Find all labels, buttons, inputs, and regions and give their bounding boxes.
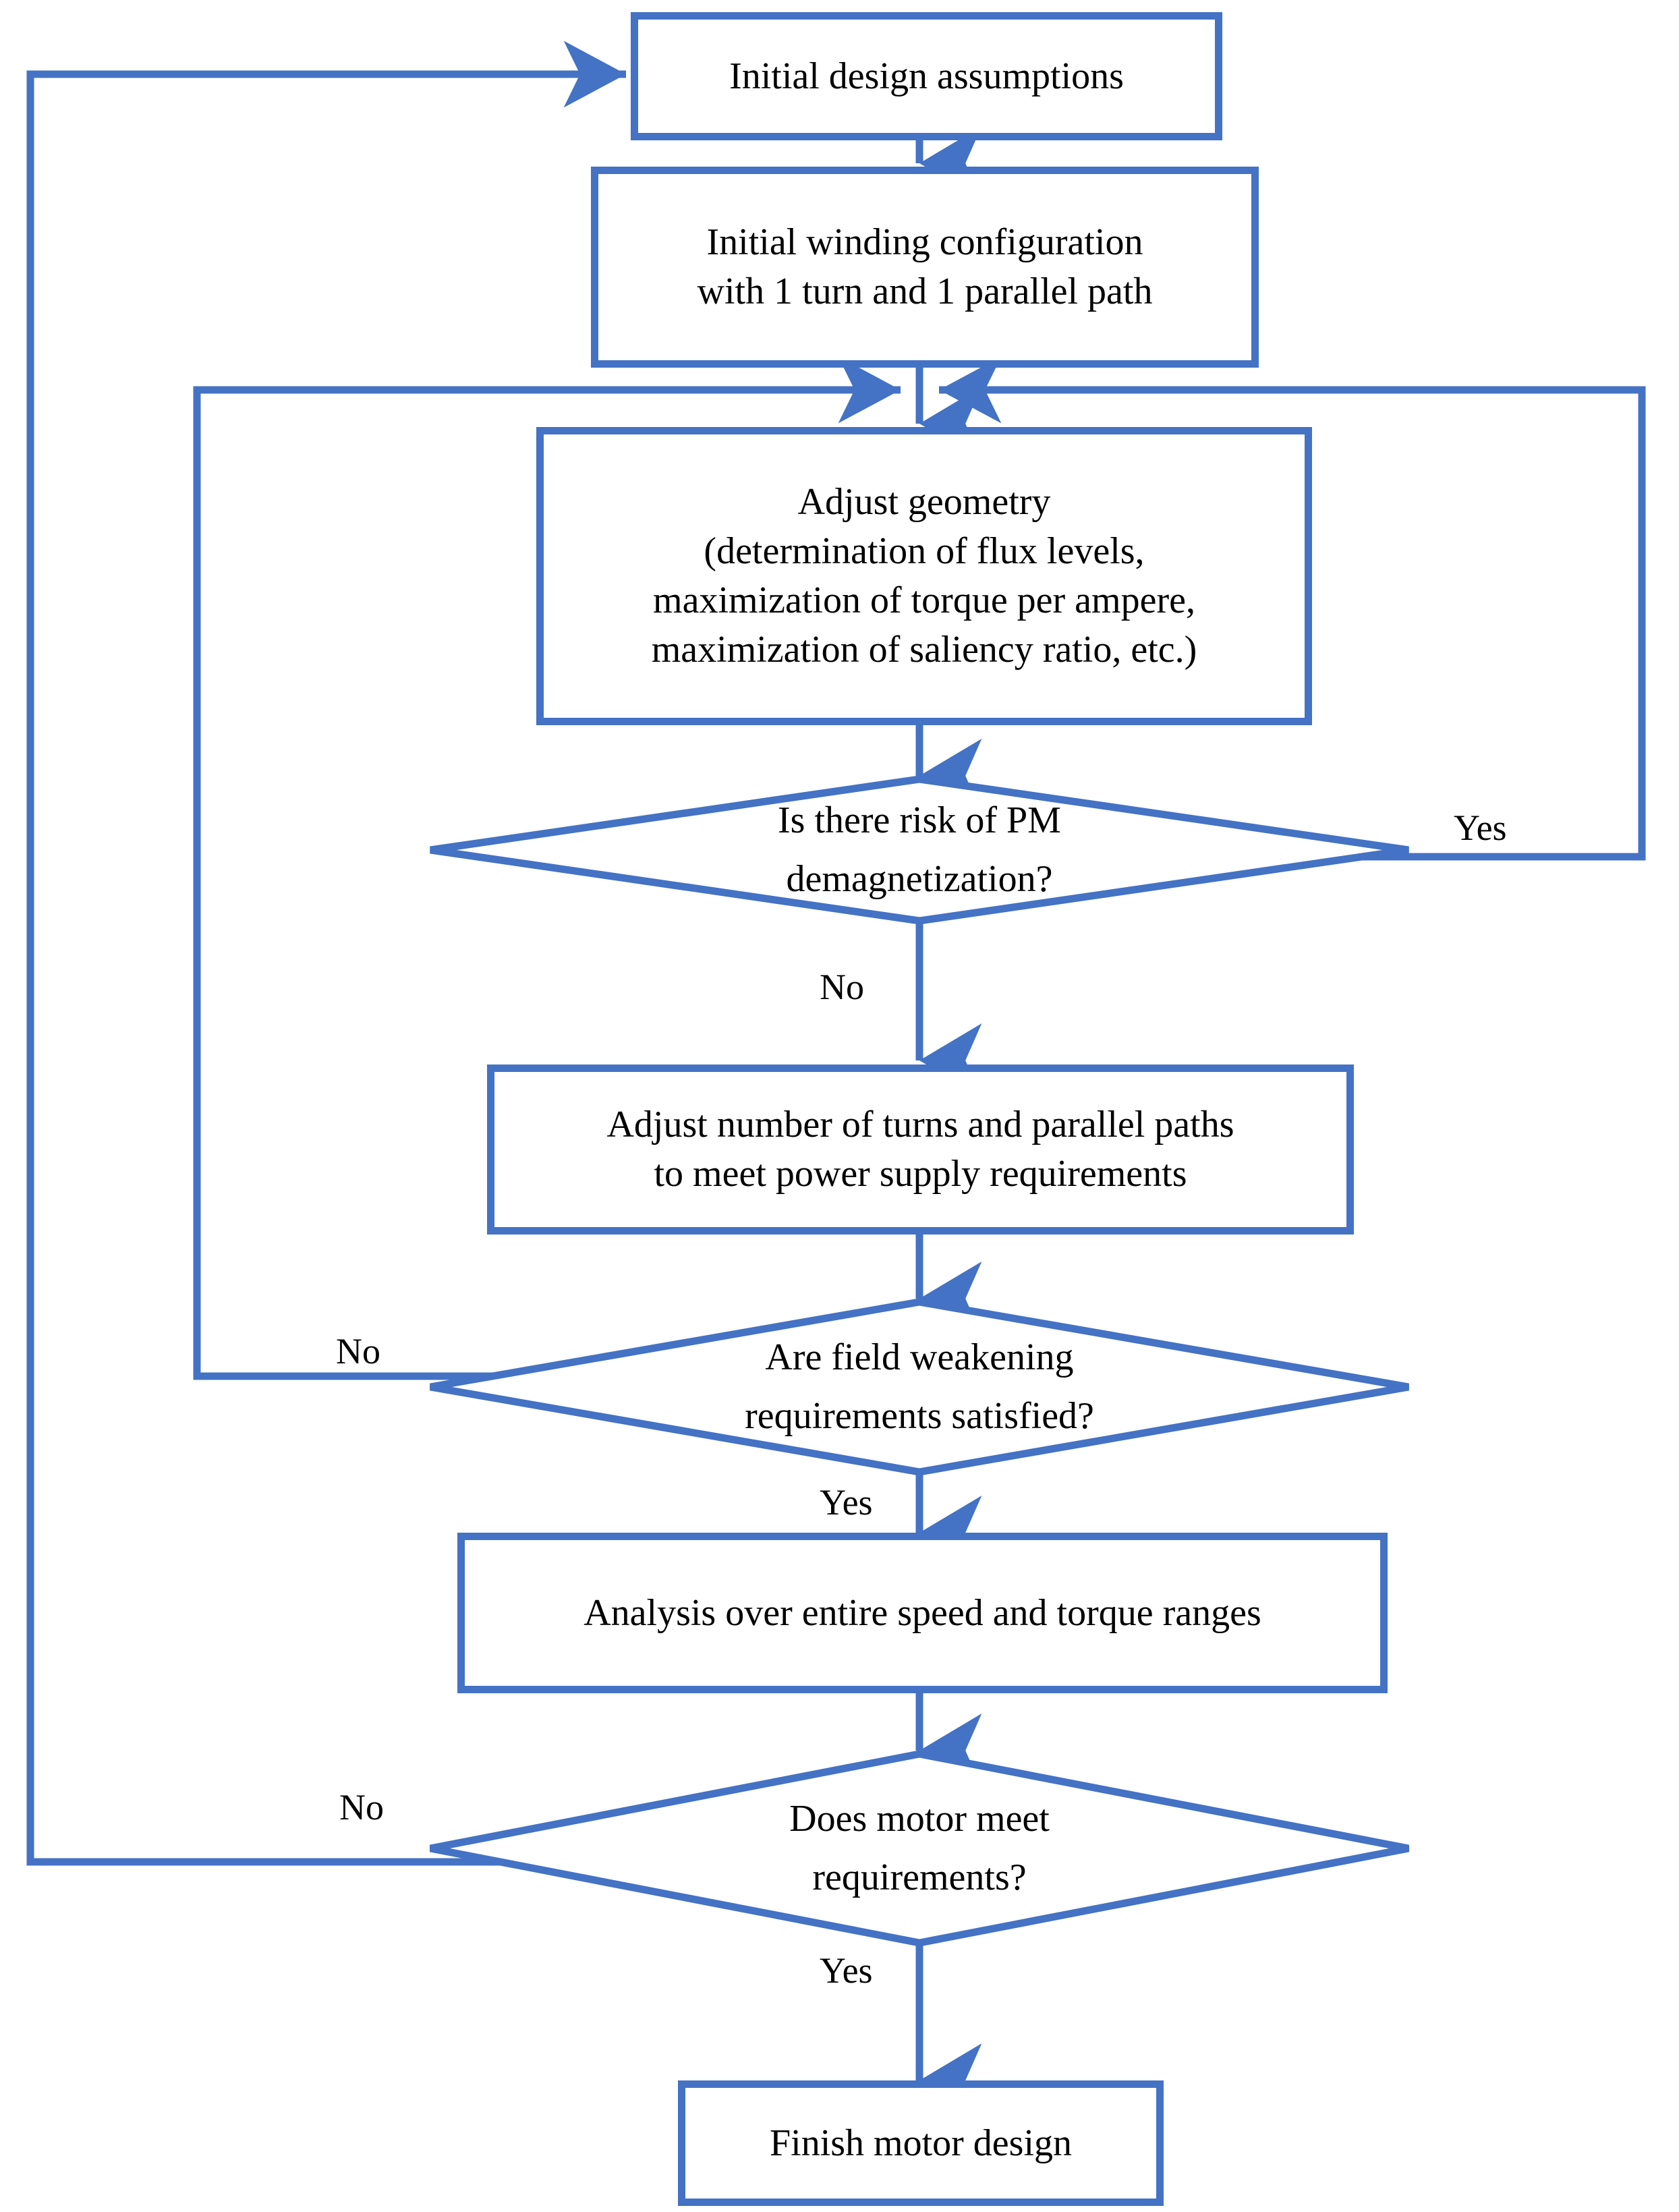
edge-label-motor-meets-yes: Yes xyxy=(820,1950,873,1991)
node-label: Does motor meet requirements? xyxy=(789,1790,1050,1907)
node-label: Are field weakening requirements satisfi… xyxy=(745,1328,1094,1446)
node-adjust-turns-and-parallel-paths[interactable]: Adjust number of turns and parallel path… xyxy=(487,1065,1354,1235)
node-adjust-geometry[interactable]: Adjust geometry (determination of flux l… xyxy=(536,427,1312,725)
edge-pm-demag-yes-loop xyxy=(938,356,1646,861)
node-label-line-1: Is there risk of PM xyxy=(778,799,1061,842)
node-label-line-1: Does motor meet xyxy=(789,1798,1050,1840)
node-field-weakening-decision-shape[interactable]: Are field weakening requirements satisfi… xyxy=(427,1299,1412,1475)
node-label-line-1: Adjust geometry xyxy=(797,481,1051,523)
node-pm-demagnetization-decision[interactable]: Is there risk of PM demagnetization? xyxy=(427,776,1412,924)
node-label: Initial design assumptions xyxy=(729,55,1124,97)
node-label-line-2: requirements satisfied? xyxy=(745,1395,1094,1437)
node-analysis-speed-torque[interactable]: Analysis over entire speed and torque ra… xyxy=(457,1533,1388,1693)
node-label-line-2: demagnetization? xyxy=(786,858,1053,900)
node-label: Adjust number of turns and parallel path… xyxy=(597,1100,1243,1199)
node-label-line-3: maximization of torque per ampere, xyxy=(653,579,1195,621)
edge-label-motor-meets-no: No xyxy=(339,1787,384,1827)
node-initial-winding-configuration[interactable]: Initial winding configuration with 1 tur… xyxy=(591,167,1259,368)
edge-motor-meets-no-loop xyxy=(26,40,776,1866)
node-finish-motor-design[interactable]: Finish motor design xyxy=(678,2080,1164,2206)
diamond-shape xyxy=(427,1299,1412,1475)
edge-label-field-weakening-no: No xyxy=(336,1331,380,1371)
node-label: Is there risk of PM demagnetization? xyxy=(778,791,1061,909)
edge-label-pm-demag-yes: Yes xyxy=(1454,807,1507,848)
node-label: Analysis over entire speed and torque ra… xyxy=(584,1591,1261,1634)
node-label-line-1: Are field weakening xyxy=(765,1336,1074,1379)
node-motor-meets-requirements-decision[interactable]: Does motor meet requirements? xyxy=(427,1751,1412,1946)
node-label-line-2: with 1 turn and 1 parallel path xyxy=(697,271,1153,312)
diamond-shape xyxy=(427,776,1412,924)
edge-label-field-weakening-yes: Yes xyxy=(820,1482,873,1523)
node-label-line-2: (determination of flux levels, xyxy=(704,530,1145,573)
diamond-shape xyxy=(427,1751,1412,1946)
node-label: Adjust geometry (determination of flux l… xyxy=(642,478,1207,674)
node-label-line-4: maximization of saliency ratio, etc.) xyxy=(651,628,1197,671)
node-label-line-2: to meet power supply requirements xyxy=(654,1153,1187,1195)
edge-label-pm-demag-no: No xyxy=(820,967,864,1007)
node-label: Finish motor design xyxy=(769,2122,1073,2164)
node-label-line-1: Adjust number of turns and parallel path… xyxy=(606,1104,1234,1146)
node-initial-design-assumptions[interactable]: Initial design assumptions xyxy=(631,12,1222,140)
node-label-line-1: Initial winding configuration xyxy=(706,221,1143,264)
node-label: Initial winding configuration with 1 tur… xyxy=(688,218,1162,316)
node-label-line-2: requirements? xyxy=(812,1856,1027,1898)
